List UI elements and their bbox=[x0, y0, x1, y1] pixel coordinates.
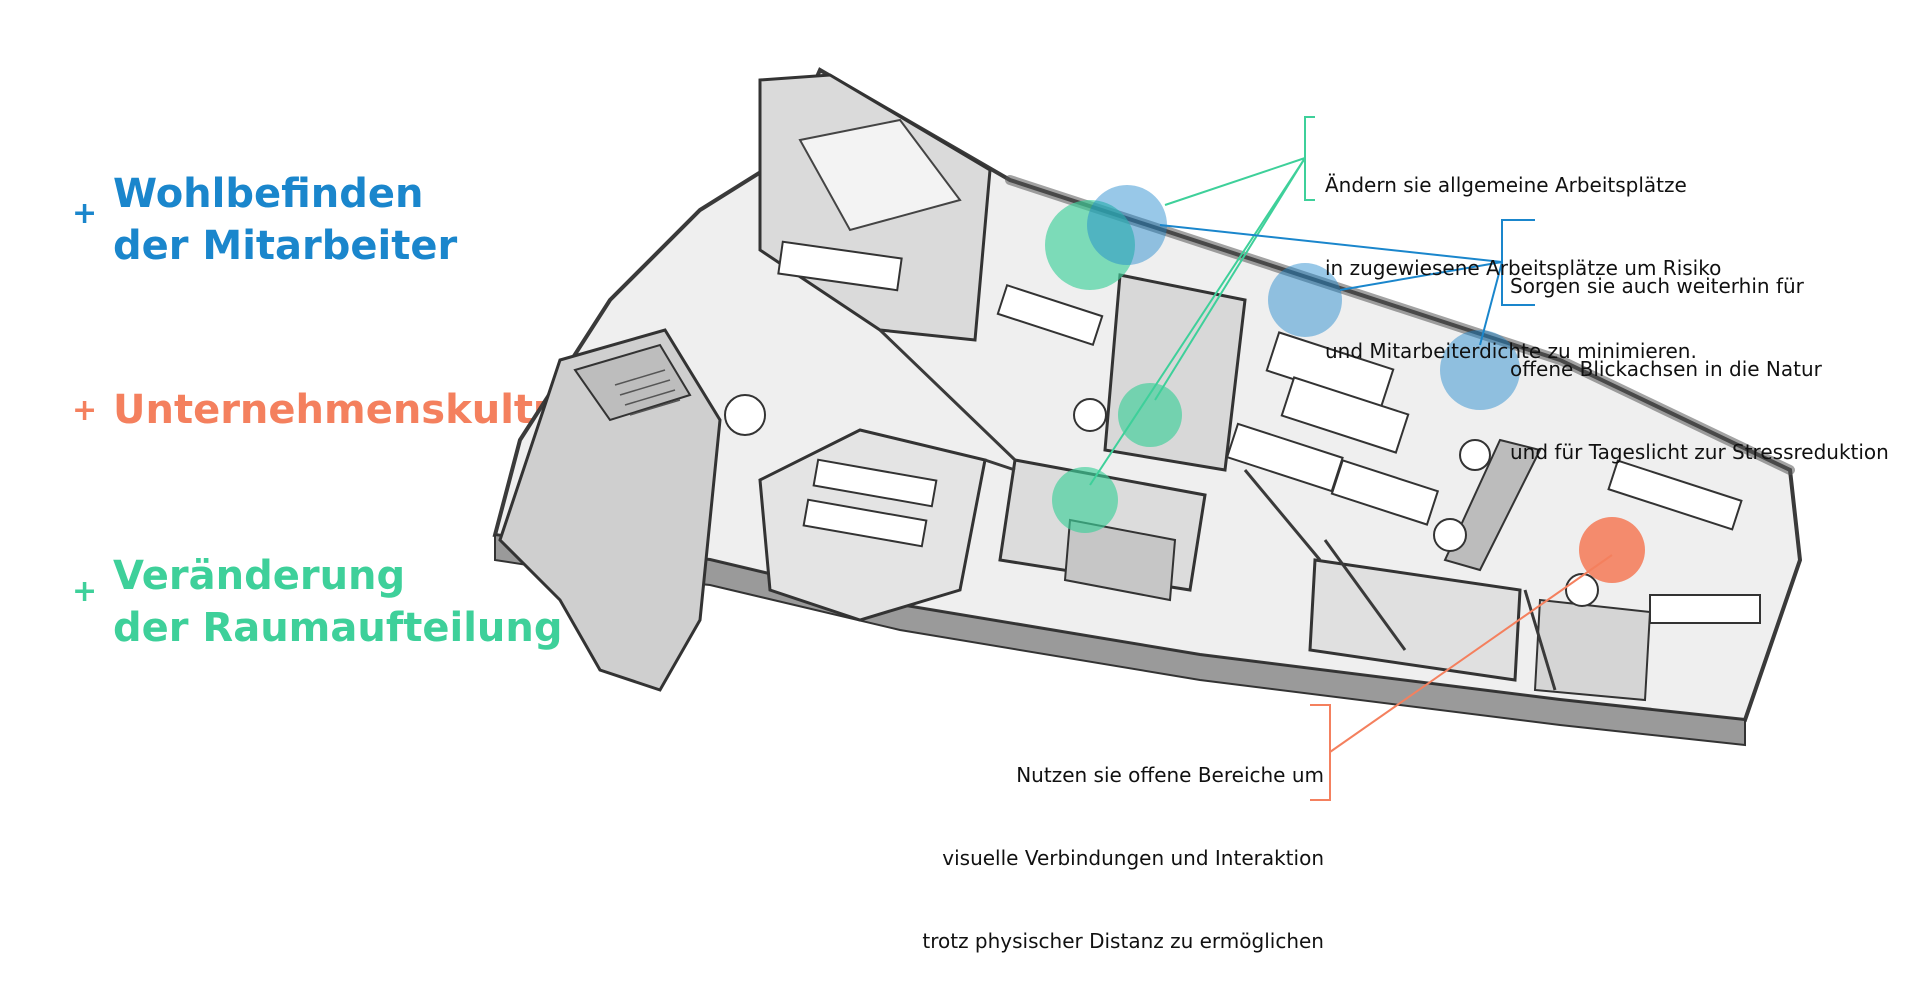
highlight-zones bbox=[1045, 185, 1645, 583]
heading-layout-change-line2: der Raumaufteilung bbox=[113, 605, 563, 651]
heading-wellbeing-line1: Wohlbefinden bbox=[113, 171, 424, 217]
green-highlight-3 bbox=[1052, 467, 1118, 533]
floor-plan-illustration bbox=[492, 67, 1803, 801]
callout-blue: Sorgen sie auch weiterhin für offene Bli… bbox=[1510, 218, 1889, 494]
callout-blue-line1: Sorgen sie auch weiterhin für bbox=[1510, 274, 1804, 299]
green-highlight-1 bbox=[1045, 200, 1135, 290]
green-highlight-2 bbox=[1118, 383, 1182, 447]
blue-highlight-2 bbox=[1268, 263, 1342, 337]
leader-lines bbox=[1089, 116, 1613, 801]
plus-icon: + bbox=[72, 196, 98, 231]
callout-green: Ändern sie allgemeine Arbeitsplätze in z… bbox=[1325, 117, 1721, 393]
callout-green-line3: und Mitarbeiterdichte zu minimieren. bbox=[1325, 338, 1697, 363]
heading-layout-change-line1: Veränderung bbox=[113, 553, 406, 599]
callout-green-line2: in zugewiesene Arbeitsplätze um Risiko bbox=[1325, 255, 1722, 280]
callout-orange-line3: trotz physischer Distanz zu ermöglichen bbox=[922, 928, 1324, 953]
plus-icon: + bbox=[72, 574, 98, 609]
callout-orange-line2: visuelle Verbindungen und Interaktion bbox=[942, 845, 1324, 870]
callout-blue-line3: und für Tageslicht zur Stressreduktion bbox=[1510, 439, 1889, 464]
heading-layout-change: Veränderung der Raumaufteilung bbox=[113, 550, 563, 654]
blue-highlight-1 bbox=[1087, 185, 1167, 265]
heading-culture: Unternehmenskultur bbox=[113, 387, 582, 433]
callout-blue-line2: offene Blickachsen in die Natur bbox=[1510, 356, 1822, 381]
callout-orange-line1: Nutzen sie offene Bereiche um bbox=[1016, 763, 1324, 788]
callout-orange: Nutzen sie offene Bereiche um visuelle V… bbox=[922, 707, 1324, 983]
callout-green-line1: Ändern sie allgemeine Arbeitsplätze bbox=[1325, 173, 1687, 198]
heading-wellbeing: Wohlbefinden der Mitarbeiter bbox=[113, 168, 457, 272]
heading-wellbeing-line2: der Mitarbeiter bbox=[113, 223, 458, 269]
blue-highlight-3 bbox=[1440, 330, 1520, 410]
plus-icon: + bbox=[72, 393, 98, 428]
orange-highlight-1 bbox=[1579, 517, 1645, 583]
